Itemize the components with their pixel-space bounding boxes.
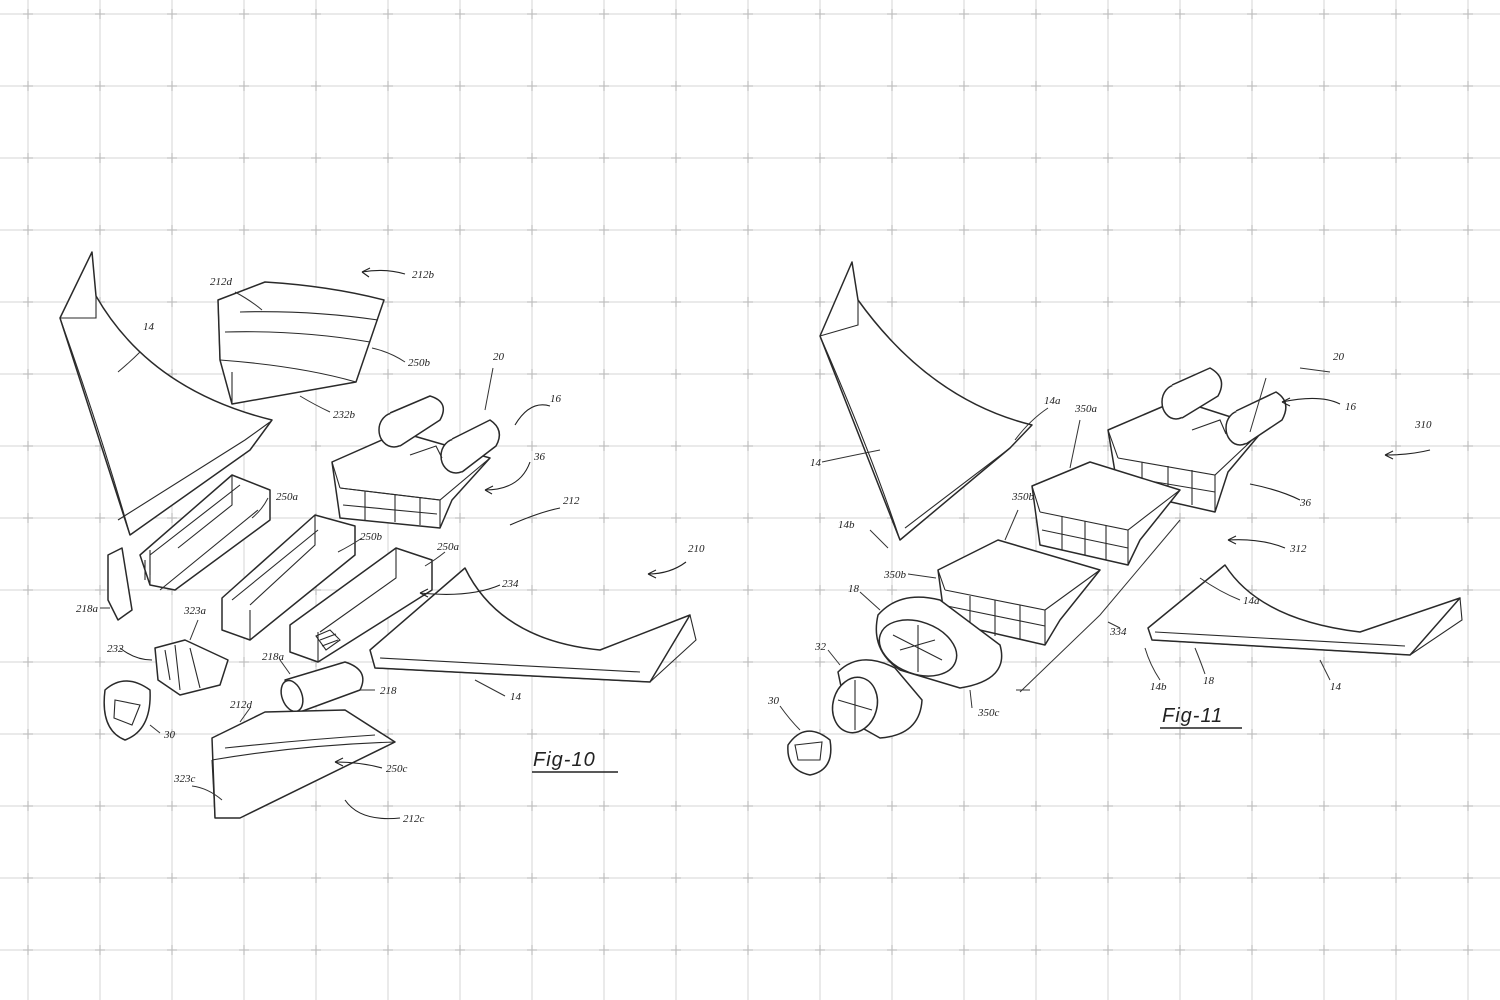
label-234: 234 [502, 578, 519, 590]
label-18: 18 [848, 583, 860, 595]
fig11-leader-lines [779, 367, 1431, 731]
fig10-cargo-box-250b [221, 514, 356, 641]
label-20: 20 [1333, 351, 1345, 363]
label-14b-right: 14b [1150, 681, 1167, 693]
label-212: 212 [563, 495, 580, 507]
fig11-cockpit-30 [787, 730, 832, 776]
label-30: 30 [767, 695, 780, 707]
label-212d-bottom: 212d [230, 699, 253, 711]
fig10-upper-section-212b [217, 281, 385, 405]
fig11-section-350a [1031, 461, 1181, 566]
label-16: 16 [550, 393, 562, 405]
fig10-left-wing [59, 251, 273, 536]
label-14-right: 14 [1330, 681, 1342, 693]
label-212b: 212b [412, 269, 435, 281]
label-212d: 212d [210, 276, 233, 288]
fig11-right-wing [1147, 564, 1463, 656]
fig11-caption: Fig-11 [1162, 705, 1223, 727]
label-36: 36 [533, 451, 546, 463]
label-310: 310 [1414, 419, 1432, 431]
label-16: 16 [1345, 401, 1357, 413]
fig10-engine-module [331, 395, 501, 529]
label-36: 36 [1299, 497, 1312, 509]
label-334: 334 [1109, 626, 1127, 638]
fig11-bracket-334 [1016, 519, 1181, 693]
label-312: 312 [1289, 543, 1307, 555]
label-210: 210 [688, 543, 705, 555]
label-350b: 350b [1011, 491, 1035, 503]
label-232b: 232b [333, 409, 356, 421]
label-350b-mid: 350b [883, 569, 907, 581]
label-20: 20 [493, 351, 505, 363]
label-14a-right: 14a [1243, 595, 1260, 607]
fig11-section-18 [875, 596, 1003, 689]
label-218a-mid: 218a [262, 651, 285, 663]
label-350c: 350c [977, 707, 1000, 719]
label-14-right: 14 [510, 691, 522, 703]
label-14a: 14a [1044, 395, 1061, 407]
figure-11: 20 16 310 14a 350a 14 350b 36 14b 312 35… [767, 261, 1463, 776]
fig10-caption: Fig-10 [533, 749, 596, 771]
label-32: 32 [814, 641, 827, 653]
label-18-right: 18 [1203, 675, 1215, 687]
label-30: 30 [163, 729, 176, 741]
label-232: 232 [107, 643, 124, 655]
label-14b: 14b [838, 519, 855, 531]
label-250b-mid: 250b [360, 531, 383, 543]
label-14: 14 [143, 321, 155, 333]
label-323a: 323a [183, 605, 207, 617]
label-250a-right: 250a [437, 541, 460, 553]
fig10-nose-parts [103, 547, 229, 741]
fig11-section-350b [937, 539, 1101, 646]
label-218a: 218a [76, 603, 99, 615]
label-323c: 323c [173, 773, 196, 785]
fig10-fuselage-tube-218 [280, 661, 364, 713]
fig10-cargo-box-250a-left [139, 474, 271, 591]
fig10-right-wing [369, 567, 697, 683]
label-250a: 250a [276, 491, 299, 503]
fig10-leader-lines [100, 267, 687, 820]
figure-10: 212b 212d 14 250b 232b 20 16 36 212 250a… [59, 251, 705, 825]
label-350a: 350a [1074, 403, 1098, 415]
fig10-cargo-box-250a-right [289, 547, 433, 663]
label-250c: 250c [386, 763, 408, 775]
label-212c: 212c [403, 813, 425, 825]
fig10-reference-labels: 212b 212d 14 250b 232b 20 16 36 212 250a… [76, 269, 705, 825]
label-218: 218 [380, 685, 397, 697]
label-250b: 250b [408, 357, 431, 369]
fig10-lower-section-212c [211, 709, 396, 819]
fig11-reference-labels: 20 16 310 14a 350a 14 350b 36 14b 312 35… [767, 351, 1432, 719]
label-14: 14 [810, 457, 822, 469]
fig11-nose-section-32 [831, 659, 923, 739]
fig11-left-wing [819, 261, 1033, 541]
